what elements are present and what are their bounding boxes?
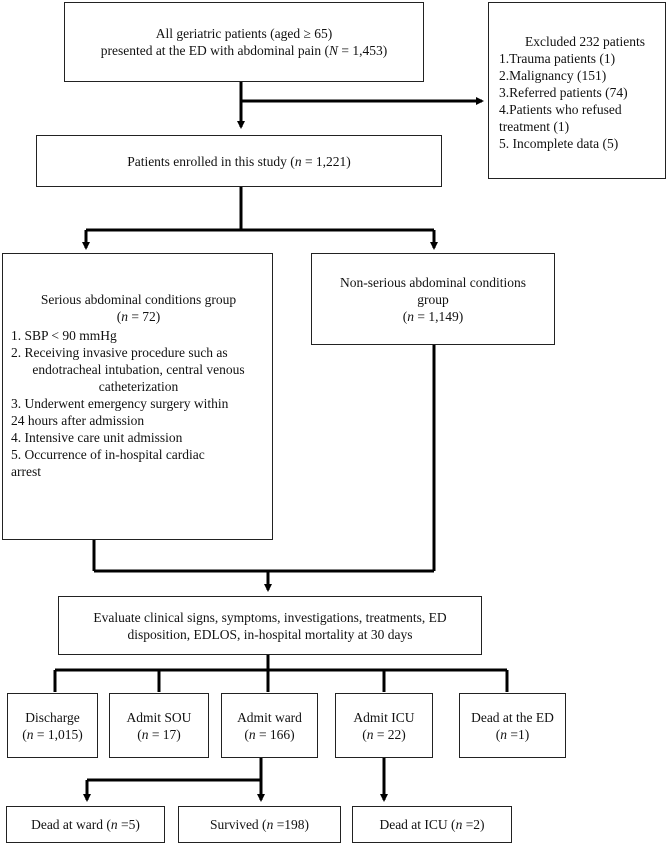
box-admit-icu: Admit ICU (n = 22) bbox=[335, 693, 433, 758]
excluded-title: Excluded 232 patients bbox=[525, 34, 645, 49]
serious-item-5: 3. Underwent emergency surgery within bbox=[11, 396, 229, 411]
discharge-label: Discharge bbox=[25, 709, 80, 725]
admit-icu-var: n bbox=[366, 726, 374, 742]
admit-icu-count: (n = 22) bbox=[362, 726, 406, 743]
admit-icu-count-post: = 22) bbox=[373, 726, 406, 742]
box-dead-icu: Dead at ICU (n =2) bbox=[352, 806, 512, 843]
admit-ward-var: n bbox=[248, 726, 256, 742]
admit-ward-count-pre: ( bbox=[244, 726, 249, 742]
box-survived: Survived (n =198) bbox=[178, 806, 341, 843]
serious-item-4: catheterization bbox=[98, 379, 179, 394]
serious-count: (n = 72) bbox=[11, 308, 266, 325]
enrolled-var: n bbox=[294, 153, 302, 169]
survived-text: Survived (n =198) bbox=[210, 816, 309, 833]
nonserious-line1: Non-serious abdominal conditions bbox=[340, 274, 526, 290]
box-dead-ed: Dead at the ED (n =1) bbox=[459, 693, 566, 758]
serious-count-post: = 72) bbox=[127, 309, 161, 324]
excluded-item-6: 5. Incomplete data (5) bbox=[499, 136, 619, 151]
survived-var: n bbox=[266, 817, 274, 832]
dead-ed-count-post: =1) bbox=[507, 726, 530, 742]
dead-icu-pre: Dead at ICU ( bbox=[379, 817, 456, 832]
excluded-item-3: 3.Referred patients (74) bbox=[499, 85, 628, 100]
all-patients-line1: All geriatric patients (aged ≥ 65) bbox=[155, 26, 333, 41]
box-serious-group: Serious abdominal conditions group (n = … bbox=[2, 253, 273, 540]
discharge-count: (n = 1,015) bbox=[22, 726, 82, 743]
serious-title: Serious abdominal conditions group bbox=[40, 292, 237, 307]
nonserious-count-pre: ( bbox=[402, 308, 408, 324]
nonserious-var: n bbox=[407, 308, 414, 324]
excluded-item-2: 2.Malignancy (151) bbox=[499, 68, 607, 83]
serious-item-8: 5. Occurrence of in-hospital cardiac bbox=[11, 447, 205, 462]
box-dead-ward: Dead at ward (n =5) bbox=[6, 806, 165, 843]
nonserious-count-post: = 1,149) bbox=[414, 308, 464, 324]
all-patients-text-pre: presented at the ED with abdominal pain … bbox=[100, 43, 330, 58]
admit-icu-count-pre: ( bbox=[362, 726, 367, 742]
discharge-count-post: = 1,015) bbox=[33, 726, 83, 742]
dead-ward-text: Dead at ward (n =5) bbox=[31, 816, 140, 833]
all-patients-line2: presented at the ED with abdominal pain … bbox=[101, 42, 388, 59]
admit-sou-count-pre: ( bbox=[137, 726, 142, 742]
box-admit-sou: Admit SOU (n = 17) bbox=[109, 693, 209, 758]
dead-ed-label: Dead at the ED bbox=[471, 709, 554, 725]
dead-ed-count: (n =1) bbox=[496, 726, 529, 743]
dead-ward-pre: Dead at ward ( bbox=[31, 817, 111, 832]
dead-ward-post: =5) bbox=[117, 817, 140, 832]
box-enrolled: Patients enrolled in this study (n = 1,2… bbox=[36, 135, 442, 187]
nonserious-count: (n = 1,149) bbox=[403, 308, 463, 325]
serious-criteria-list: 1. SBP < 90 mmHg 2. Receiving invasive p… bbox=[11, 327, 266, 480]
nonserious-line2: group bbox=[417, 291, 449, 307]
dead-icu-post: =2) bbox=[462, 817, 485, 832]
admit-sou-count-post: = 17) bbox=[148, 726, 181, 742]
admit-sou-var: n bbox=[141, 726, 149, 742]
survived-post: =198) bbox=[273, 817, 310, 832]
serious-count-pre: ( bbox=[116, 309, 122, 324]
all-patients-var: N bbox=[329, 43, 339, 58]
enrolled-text: Patients enrolled in this study (n = 1,2… bbox=[127, 153, 351, 170]
serious-var: n bbox=[121, 309, 128, 324]
admit-sou-count: (n = 17) bbox=[137, 726, 181, 743]
admit-icu-label: Admit ICU bbox=[353, 709, 415, 725]
box-discharge: Discharge (n = 1,015) bbox=[7, 693, 98, 758]
box-admit-ward: Admit ward (n = 166) bbox=[221, 693, 318, 758]
box-nonserious-group: Non-serious abdominal conditions group (… bbox=[311, 253, 555, 345]
admit-sou-label: Admit SOU bbox=[126, 709, 192, 725]
dead-ward-var: n bbox=[110, 817, 118, 832]
box-evaluate: Evaluate clinical signs, symptoms, inves… bbox=[58, 596, 482, 655]
dead-icu-text: Dead at ICU (n =2) bbox=[379, 816, 484, 833]
discharge-var: n bbox=[26, 726, 34, 742]
serious-item-9: arrest bbox=[11, 464, 41, 479]
dead-ed-count-pre: ( bbox=[495, 726, 501, 742]
admit-ward-count: (n = 166) bbox=[244, 726, 294, 743]
dead-ed-var: n bbox=[500, 726, 507, 742]
serious-item-7: 4. Intensive care unit admission bbox=[11, 430, 183, 445]
all-patients-text-post: = 1,453) bbox=[338, 43, 388, 58]
enrolled-text-pre: Patients enrolled in this study ( bbox=[127, 153, 295, 169]
evaluate-line1: Evaluate clinical signs, symptoms, inves… bbox=[93, 609, 447, 625]
excluded-item-1: 1.Trauma patients (1) bbox=[499, 51, 616, 66]
excluded-item-5: treatment (1) bbox=[499, 119, 570, 134]
serious-item-3: endotracheal intubation, central venous bbox=[32, 362, 245, 377]
serious-item-6: 24 hours after admission bbox=[11, 413, 145, 428]
dead-icu-var: n bbox=[455, 817, 463, 832]
survived-pre: Survived ( bbox=[209, 817, 267, 832]
box-excluded: Excluded 232 patients 1.Trauma patients … bbox=[488, 2, 666, 179]
admit-ward-count-post: = 166) bbox=[255, 726, 295, 742]
excluded-item-4: 4.Patients who refused bbox=[499, 102, 622, 117]
enrolled-text-post: = 1,221) bbox=[301, 153, 351, 169]
serious-item-1: 1. SBP < 90 mmHg bbox=[11, 328, 117, 343]
admit-ward-label: Admit ward bbox=[237, 709, 302, 725]
box-all-patients: All geriatric patients (aged ≥ 65) prese… bbox=[64, 2, 424, 82]
discharge-count-pre: ( bbox=[22, 726, 27, 742]
serious-item-2: 2. Receiving invasive procedure such as bbox=[11, 345, 228, 360]
evaluate-line2: disposition, EDLOS, in-hospital mortalit… bbox=[127, 626, 413, 642]
